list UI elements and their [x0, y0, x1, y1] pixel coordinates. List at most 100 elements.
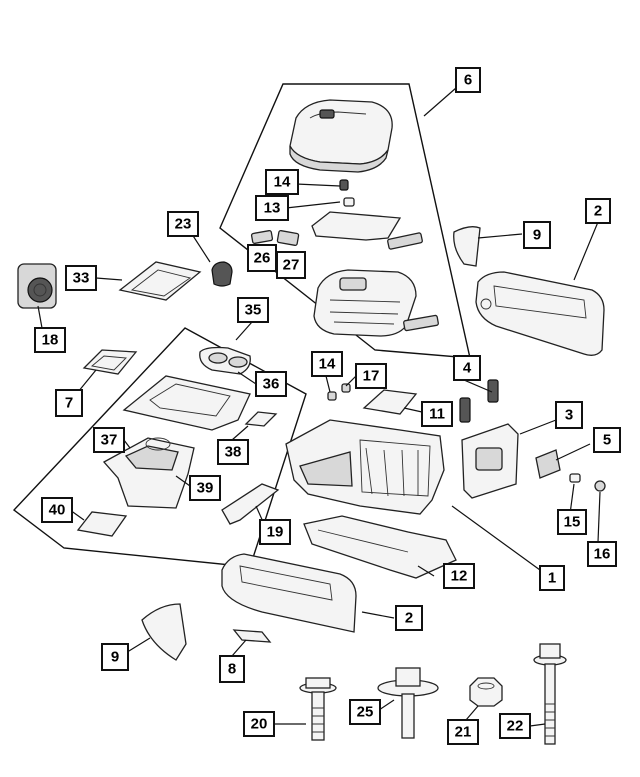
svg-text:4: 4 [463, 360, 472, 377]
svg-text:35: 35 [245, 302, 262, 319]
part-38-pad [244, 411, 278, 427]
callout-2-lower: 2 [395, 605, 423, 631]
part-22-bolt [533, 643, 567, 745]
part-39-bin [102, 437, 195, 509]
callout-40: 40 [41, 497, 73, 523]
armrest-group-outline [219, 83, 471, 359]
part-12-rail [303, 515, 457, 579]
screw-13 [343, 197, 355, 207]
callout-19: 19 [259, 519, 291, 545]
part-18-speaker [17, 263, 57, 309]
hinge-bracket [387, 232, 423, 250]
svg-text:7: 7 [65, 395, 73, 412]
svg-text:3: 3 [565, 407, 573, 424]
part-25-bolt [377, 667, 439, 739]
tray-clip [403, 314, 439, 332]
svg-text:14: 14 [319, 356, 336, 373]
part-9-lower [141, 603, 187, 661]
latch-27 [276, 230, 300, 246]
svg-text:20: 20 [251, 716, 268, 733]
svg-text:6: 6 [464, 72, 472, 89]
svg-text:18: 18 [42, 332, 59, 349]
part-2-lower-panel [221, 553, 357, 633]
callout-14-lower: 14 [311, 351, 343, 377]
callout-15: 15 [557, 509, 587, 535]
callout-1: 1 [539, 565, 565, 591]
callout-11: 11 [421, 401, 453, 427]
svg-text:22: 22 [507, 718, 524, 735]
callout-37: 37 [93, 427, 125, 453]
callout-9-lower: 9 [101, 643, 129, 671]
svg-text:8: 8 [228, 661, 236, 678]
svg-text:1: 1 [548, 570, 556, 587]
callout-12: 12 [443, 563, 475, 589]
svg-text:37: 37 [101, 432, 118, 449]
clip-14-lower [327, 391, 337, 401]
callout-25: 25 [349, 699, 381, 725]
latch-26 [250, 230, 274, 244]
part-19-bracket [221, 483, 280, 525]
callout-8: 8 [219, 655, 245, 683]
callout-39: 39 [189, 475, 221, 501]
callout-13: 13 [255, 195, 289, 221]
part-1-console-base [285, 419, 445, 515]
part-21-nut [469, 677, 503, 707]
callout-17: 17 [355, 363, 387, 389]
part-36-cupholder [199, 346, 251, 375]
callout-9-upper: 9 [523, 221, 551, 249]
svg-text:13: 13 [264, 200, 281, 217]
svg-text:38: 38 [225, 444, 242, 461]
svg-text:15: 15 [564, 514, 581, 531]
callout-4: 4 [453, 355, 481, 381]
part-5-switch [535, 449, 561, 479]
svg-text:33: 33 [73, 270, 90, 287]
svg-text:17: 17 [363, 368, 380, 385]
armrest-tray [313, 269, 417, 337]
callout-26: 26 [247, 244, 277, 272]
svg-text:9: 9 [111, 649, 119, 666]
svg-text:16: 16 [594, 546, 611, 563]
part-4-switches [459, 379, 499, 423]
callout-33: 33 [65, 265, 97, 291]
svg-text:19: 19 [267, 524, 284, 541]
part-3-bezel [461, 423, 519, 499]
svg-text:27: 27 [283, 257, 300, 274]
callout-3: 3 [555, 401, 583, 429]
part-8-trim [232, 629, 272, 643]
armrest-lid [289, 99, 393, 173]
callout-7: 7 [55, 389, 83, 417]
callout-5: 5 [593, 427, 621, 453]
callout-20: 20 [243, 711, 275, 737]
callout-18: 18 [34, 327, 66, 353]
svg-text:39: 39 [197, 480, 214, 497]
part-15 [569, 473, 581, 483]
svg-text:25: 25 [357, 704, 374, 721]
part-20-bolt [299, 677, 337, 741]
callout-22: 22 [499, 713, 531, 739]
callout-2-upper: 2 [585, 198, 611, 224]
callout-16: 16 [587, 541, 617, 567]
svg-text:36: 36 [263, 376, 280, 393]
part-23 [211, 261, 233, 287]
svg-text:21: 21 [455, 724, 472, 741]
svg-text:11: 11 [429, 406, 445, 423]
svg-text:26: 26 [254, 250, 271, 267]
callout-23: 23 [167, 211, 199, 237]
part-40-mat [76, 511, 128, 537]
part-11-pad [362, 389, 418, 415]
leader-lines [37, 87, 601, 727]
svg-text:5: 5 [603, 432, 611, 449]
part-33-cover [118, 261, 202, 301]
callout-35: 35 [237, 297, 269, 323]
part-2-upper-panel [475, 271, 605, 356]
part-9-upper [453, 226, 481, 267]
bin-top-frame [122, 375, 251, 431]
svg-text:2: 2 [594, 203, 602, 220]
callout-21: 21 [447, 719, 479, 745]
svg-text:9: 9 [533, 227, 541, 244]
clip-14-upper [339, 179, 349, 191]
part-17 [341, 383, 351, 393]
svg-text:12: 12 [451, 568, 468, 585]
part-16 [594, 480, 606, 492]
hinge-plate [311, 211, 402, 241]
